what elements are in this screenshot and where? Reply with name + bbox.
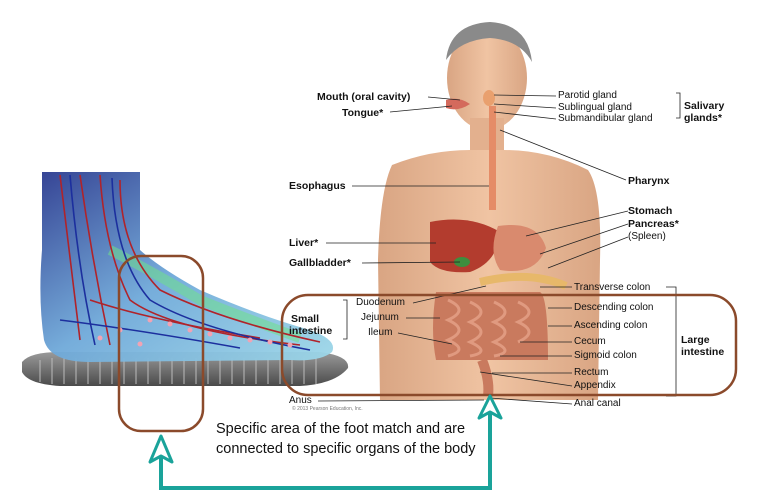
- label-salivary: Salivary: [684, 100, 725, 112]
- body-illustration: [378, 22, 601, 400]
- intestine-zone-box: [280, 293, 738, 397]
- connector-arrow: [148, 394, 503, 490]
- label-liver: Liver*: [289, 237, 319, 249]
- label-transverse-colon: Transverse colon: [574, 282, 651, 293]
- label-ascending-colon: Ascending colon: [574, 320, 648, 331]
- label-small: Small: [291, 313, 320, 325]
- label-stomach: Stomach: [628, 205, 673, 217]
- label-pharynx: Pharynx: [628, 175, 670, 187]
- label-small-intestine: intestine: [289, 325, 333, 337]
- label-pancreas: Pancreas*: [628, 218, 679, 230]
- label-anal-canal: Anal canal: [574, 398, 621, 409]
- label-sigmoid-colon: Sigmoid colon: [574, 350, 637, 361]
- label-jejunum: Jejunum: [361, 312, 399, 323]
- label-rectum: Rectum: [574, 367, 609, 378]
- label-appendix: Appendix: [574, 380, 616, 391]
- leader-lines: [317, 92, 681, 405]
- copyright-note: © 2013 Pearson Education, Inc.: [292, 406, 363, 412]
- label-esophagus: Esophagus: [289, 180, 346, 192]
- label-mouth: Mouth (oral cavity): [317, 91, 411, 103]
- label-duodenum: Duodenum: [356, 297, 405, 308]
- label-anus: Anus: [289, 395, 312, 406]
- label-sublingual: Sublingual gland: [558, 102, 632, 113]
- label-descending-colon: Descending colon: [574, 302, 654, 313]
- label-spleen: (Spleen): [628, 231, 666, 242]
- caption: Specific area of the foot match and are …: [216, 421, 476, 457]
- label-ileum: Ileum: [368, 327, 393, 338]
- foot-illustration: [22, 172, 349, 386]
- label-gallbladder: Gallbladder*: [289, 257, 351, 269]
- label-large: Large: [681, 334, 710, 346]
- label-submandibular: Submandibular gland: [558, 113, 653, 124]
- label-tongue: Tongue*: [342, 107, 384, 119]
- label-parotid: Parotid gland: [558, 90, 617, 101]
- label-large-intestine: intestine: [681, 346, 725, 358]
- foot-zone-box: [117, 254, 205, 433]
- label-salivary-glands: glands*: [684, 112, 722, 124]
- label-cecum: Cecum: [574, 336, 606, 347]
